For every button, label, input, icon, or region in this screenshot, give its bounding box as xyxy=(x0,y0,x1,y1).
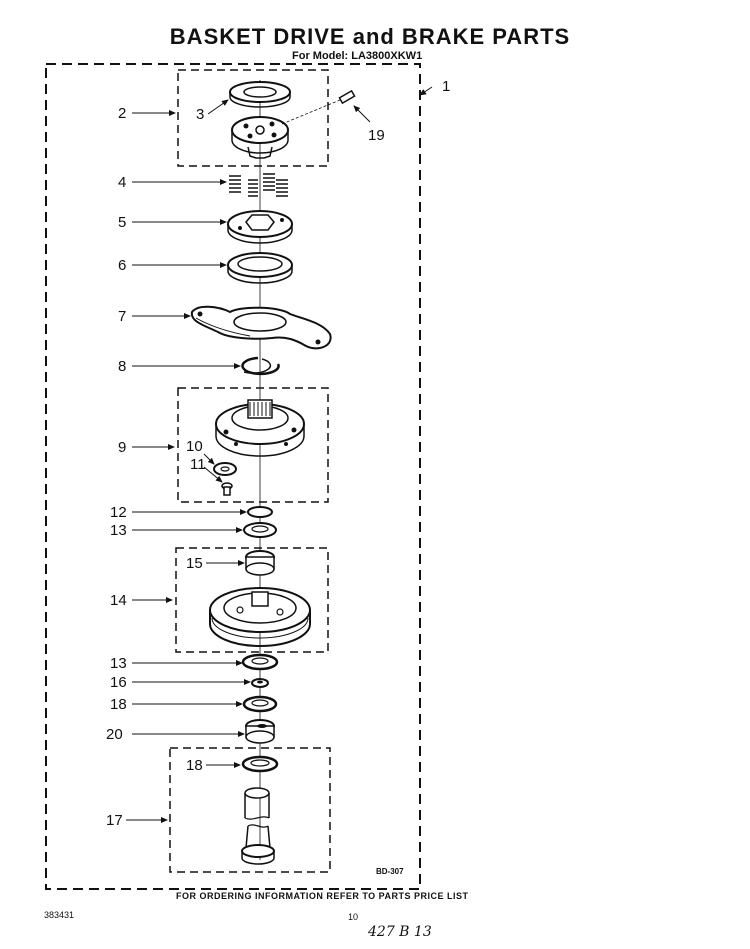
callout-11: 11 xyxy=(190,456,206,473)
part-15-bearing xyxy=(245,550,275,576)
part-callouts: 2 3 1 19 4 5 6 7 8 9 10 11 12 13 15 14 1… xyxy=(106,78,450,829)
diagram-code: BD-307 xyxy=(376,867,404,876)
part-11-screw xyxy=(221,482,233,496)
assembly-border xyxy=(45,63,421,890)
part-18-bearing-upper xyxy=(242,695,278,713)
callout-4: 4 xyxy=(118,174,126,191)
callout-18-upper: 18 xyxy=(110,696,127,713)
part-7-brake-stator xyxy=(190,305,332,350)
callout-14: 14 xyxy=(110,592,127,609)
leader-lines xyxy=(126,86,433,823)
subassembly-box-17 xyxy=(169,747,331,873)
part-10-washer xyxy=(213,462,237,476)
page-number: 10 xyxy=(348,912,359,922)
part-4-springs xyxy=(229,173,288,197)
callout-15: 15 xyxy=(186,555,203,572)
subassembly-box-2 xyxy=(177,69,329,167)
callout-8: 8 xyxy=(118,358,126,375)
callout-6: 6 xyxy=(118,257,126,274)
subassembly-box-14 xyxy=(175,547,329,653)
callout-20: 20 xyxy=(106,726,123,743)
callout-16: 16 xyxy=(110,674,127,691)
page-title: BASKET DRIVE and BRAKE PARTS xyxy=(169,24,571,49)
handwritten-note: 427 B 13 xyxy=(368,924,432,940)
document-number: 383431 xyxy=(44,910,75,920)
ordering-info-footer: FOR ORDERING INFORMATION REFER TO PARTS … xyxy=(176,891,469,901)
part-13-washer-upper xyxy=(243,522,277,538)
callout-13-lower: 13 xyxy=(110,655,127,672)
part-12-ring xyxy=(247,506,273,518)
callout-1: 1 xyxy=(442,78,450,95)
callout-9: 9 xyxy=(118,439,126,456)
subassembly-box-9 xyxy=(177,387,329,503)
callout-18-lower: 18 xyxy=(186,757,203,774)
part-20-bushing xyxy=(245,719,275,744)
callout-10: 10 xyxy=(186,438,203,455)
part-3-washer xyxy=(229,81,291,108)
part-13-washer-lower xyxy=(241,653,279,671)
callout-3: 3 xyxy=(196,106,204,123)
part-18-bearing-lower xyxy=(241,755,279,773)
callout-7: 7 xyxy=(118,308,126,325)
part-17-drive-tube xyxy=(241,787,275,865)
part-5-brake-cam xyxy=(227,210,293,244)
part-2-hub-plate xyxy=(231,116,289,159)
callout-12: 12 xyxy=(110,504,127,521)
part-19-pin xyxy=(281,89,356,125)
callout-5: 5 xyxy=(118,214,126,231)
callout-13-upper: 13 xyxy=(110,522,127,539)
part-9-brake-housing xyxy=(215,399,305,457)
callout-17: 17 xyxy=(106,812,123,829)
callout-2: 2 xyxy=(118,105,126,122)
part-16-seal xyxy=(251,678,269,688)
model-subtitle: For Model: LA3800XKW1 xyxy=(292,50,423,62)
part-6-brake-lining xyxy=(227,252,293,284)
part-14-pulley xyxy=(209,587,311,647)
callout-19: 19 xyxy=(368,127,385,144)
part-8-retaining-ring xyxy=(241,356,280,376)
